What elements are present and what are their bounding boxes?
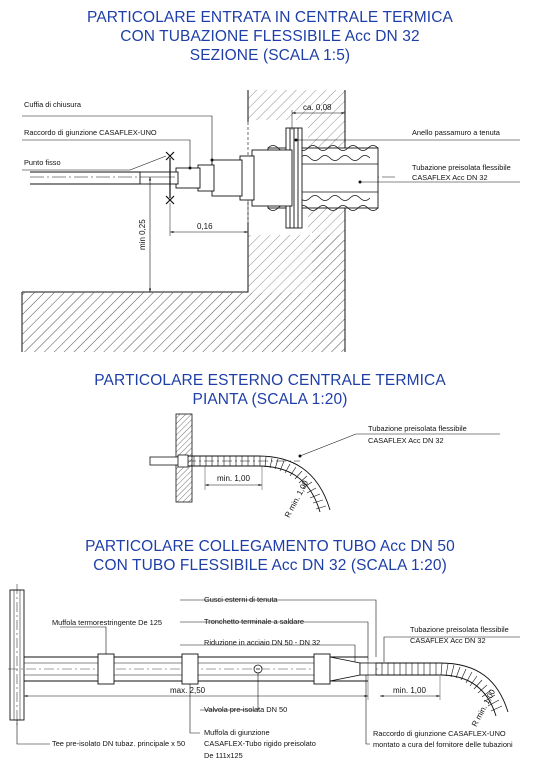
- label-tubazione-1: Tubazione preisolata flessibile: [412, 163, 511, 172]
- section1-drawing: [21, 90, 520, 352]
- label-muffola-termo: Muffola termorestringente De 125: [52, 618, 162, 627]
- dim-016: 0,16: [197, 222, 213, 231]
- dim-min-025: min 0,25: [138, 219, 147, 250]
- label-punto-fisso: Punto fisso: [24, 158, 61, 167]
- section3-title-line2: CON TUBO FLESSIBILE Acc DN 32 (SCALA 1:2…: [93, 557, 447, 574]
- section2-title-line1: PARTICOLARE ESTERNO CENTRALE TERMICA: [94, 372, 446, 389]
- label-tronchetto: Tronchetto terminale a saldare: [204, 617, 304, 626]
- label-tubazione-s2-2: CASAFLEX Acc DN 32: [368, 436, 444, 445]
- dim-s3-min100: min. 1,00: [393, 686, 426, 695]
- dim-s2-min100: min. 1,00: [217, 474, 250, 483]
- label-cuffia: Cuffia di chiusura: [24, 100, 81, 109]
- section1-title-line3: SEZIONE (SCALA 1:5): [189, 47, 351, 64]
- label-tubazione-s3-2: CASAFLEX Acc DN 32: [410, 636, 486, 645]
- label-muffola-giunz-2: CASAFLEX-Tubo rigido preisolato: [204, 739, 316, 748]
- section1-title-line2: CON TUBAZIONE FLESSIBILE Acc DN 32: [120, 28, 420, 45]
- section2-drawing: [149, 413, 500, 513]
- label-riduzione: Riduzione in acciaio DN 50 - DN 32: [204, 638, 321, 647]
- label-tee: Tee pre-isolato DN tubaz. principale x 5…: [52, 739, 186, 748]
- label-raccordo-s3-2: montato a cura del fornitore delle tubaz…: [373, 740, 513, 749]
- section1-title: PARTICOLARE ENTRATA IN CENTRALE TERMICA …: [0, 8, 540, 65]
- section3-title: PARTICOLARE COLLEGAMENTO TUBO Acc DN 50 …: [0, 537, 540, 575]
- label-tubazione-s2-1: Tubazione preisolata flessibile: [368, 424, 467, 433]
- section2-title-line2: PIANTA (SCALA 1:20): [192, 391, 348, 408]
- section3-drawing: [8, 584, 520, 745]
- section2-title: PARTICOLARE ESTERNO CENTRALE TERMICA PIA…: [0, 371, 540, 409]
- label-tubazione-2: CASAFLEX Acc DN 32: [412, 173, 488, 182]
- label-raccordo-s3-1: Raccordo di giunzione CASAFLEX-UNO: [373, 729, 506, 738]
- dim-s3-max250: max. 2,50: [170, 686, 206, 695]
- label-muffola-giunz-1: Muffola di giunzione: [204, 728, 270, 737]
- label-tubazione-s3-1: Tubazione preisolata flessibile: [410, 625, 509, 634]
- section1-title-line1: PARTICOLARE ENTRATA IN CENTRALE TERMICA: [87, 9, 453, 26]
- label-muffola-giunz-3: De 111x125: [204, 751, 243, 760]
- label-gusci: Gusci esterni di tenuta: [204, 595, 278, 604]
- label-anello: Anello passamuro a tenuta: [412, 128, 500, 137]
- label-raccordo: Raccordo di giunzione CASAFLEX-UNO: [24, 128, 157, 137]
- section3-title-line1: PARTICOLARE COLLEGAMENTO TUBO Acc DN 50: [85, 538, 455, 555]
- dim-ca-008: ca. 0,08: [303, 103, 332, 112]
- label-valvola: Valvola pre-isolata DN 50: [204, 705, 288, 714]
